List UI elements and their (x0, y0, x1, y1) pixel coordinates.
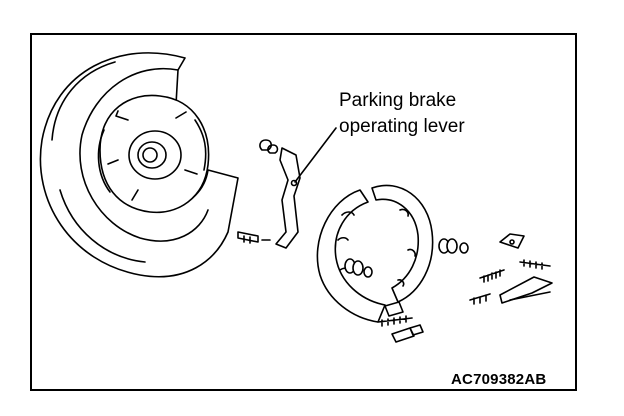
operating-lever (237, 139, 301, 249)
wheel-hub (97, 94, 210, 214)
callout-line-1: Parking brake (339, 90, 457, 111)
springs-hardware (377, 233, 553, 343)
figure-code: AC709382AB (451, 371, 547, 388)
callout-leader (294, 127, 337, 183)
brake-shoes (316, 184, 434, 323)
parking-brake-lever-callout: Parking brake operating lever (339, 88, 465, 140)
callout-line-2: operating lever (339, 116, 465, 137)
adjuster-parts (344, 238, 469, 278)
